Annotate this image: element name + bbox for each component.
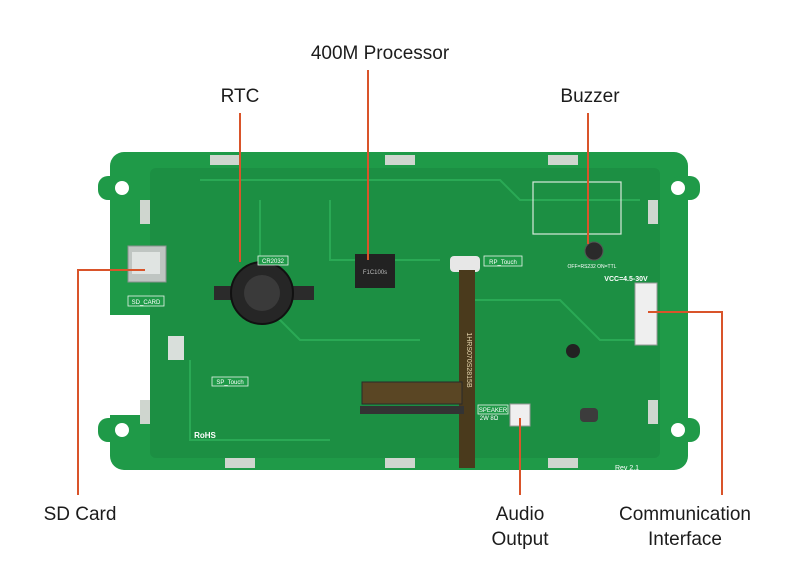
rtc-battery: CR2032 [214, 255, 314, 325]
lcd-connector [361, 381, 463, 405]
label-audio-output: Audio Output [491, 504, 549, 550]
sp-touch-silk: SP_Touch [216, 380, 243, 386]
capacitor [566, 344, 580, 358]
inductor [580, 408, 598, 422]
buzzer-outline [532, 181, 622, 235]
buzzer-component [584, 241, 604, 261]
rp-touch-silk: RP_Touch [489, 260, 517, 266]
sp-touch-box [211, 376, 249, 387]
speaker-silk: SPEAKER [479, 408, 508, 414]
leader-lines [77, 70, 723, 495]
label-processor: 400M Processor [310, 43, 450, 64]
rohs-silk: RoHS [194, 431, 216, 440]
cr2032-silk: CR2032 [262, 259, 285, 265]
speaker-spec-silk: 2W 8Ω [480, 416, 499, 422]
ttl-silk: OFF=RS232 ON=TTL [568, 264, 617, 270]
vcc-silk: VCC=4.5-30V [604, 276, 648, 283]
leader-communication [648, 311, 723, 495]
leader-sd-card [77, 269, 145, 495]
model-silk: 1HRS070S2815B [465, 332, 472, 388]
lcd-connector-base [360, 406, 464, 414]
pcb-board [98, 152, 700, 470]
sd-card-slot: SD_CARD [127, 245, 167, 307]
chip-silk: F1C100s [363, 270, 387, 276]
ribbon-cable: RP_Touch 1HRS070S2815B [450, 255, 523, 468]
label-sd-card: SD Card [43, 504, 117, 525]
label-rtc: RTC [220, 86, 260, 107]
silk-logo [168, 336, 184, 360]
rev-silk: Rev 2.1 [615, 465, 639, 472]
comm-connector: VCC=4.5-30V OFF=RS232 ON=TTL [568, 264, 658, 346]
label-buzzer: Buzzer [560, 86, 620, 107]
processor-chip: F1C100s [355, 254, 395, 288]
label-communication-interface: Communication Interface [619, 504, 751, 550]
sd-card-silk: SD_CARD [132, 300, 161, 306]
